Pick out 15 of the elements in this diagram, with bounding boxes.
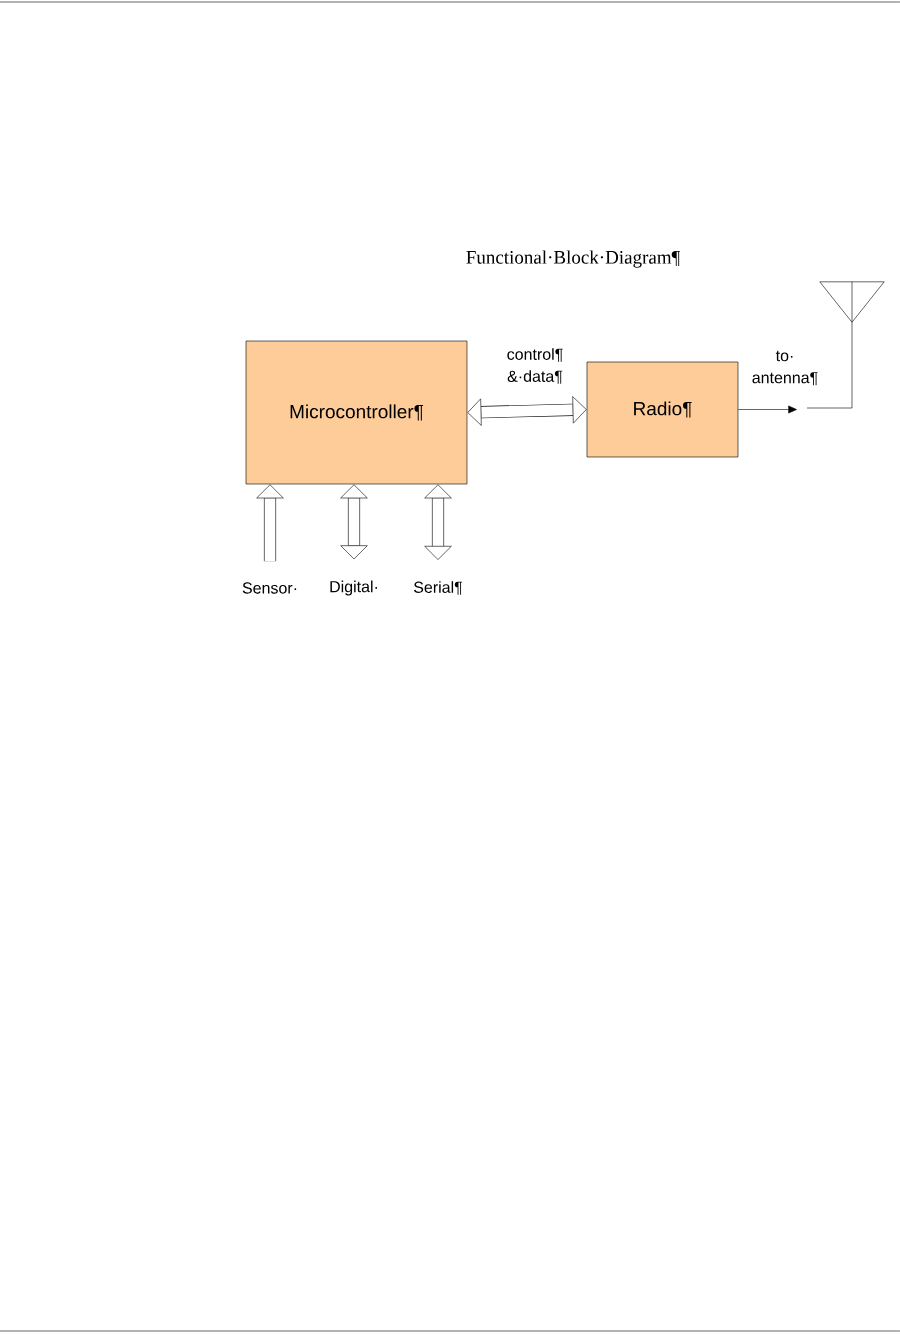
port-label: Digital· xyxy=(330,580,377,596)
connector-line xyxy=(806,321,853,409)
block-arrow xyxy=(256,484,284,562)
block-arrow xyxy=(340,484,368,560)
block-arrow xyxy=(424,484,452,560)
diagram-title: Functional·Block·Diagram¶ xyxy=(466,250,680,268)
block-box: Radio¶ xyxy=(586,361,739,458)
edge-label: to· antenna¶ xyxy=(752,350,818,386)
antenna-symbol xyxy=(819,281,885,323)
port-label: Sensor· xyxy=(242,582,297,594)
arrow xyxy=(738,405,797,414)
edge-label: control¶ &·data¶ xyxy=(507,348,563,384)
block-box: Microcontroller¶ xyxy=(245,340,468,485)
port-label: Serial¶ xyxy=(413,581,463,595)
block-arrow xyxy=(467,396,587,426)
